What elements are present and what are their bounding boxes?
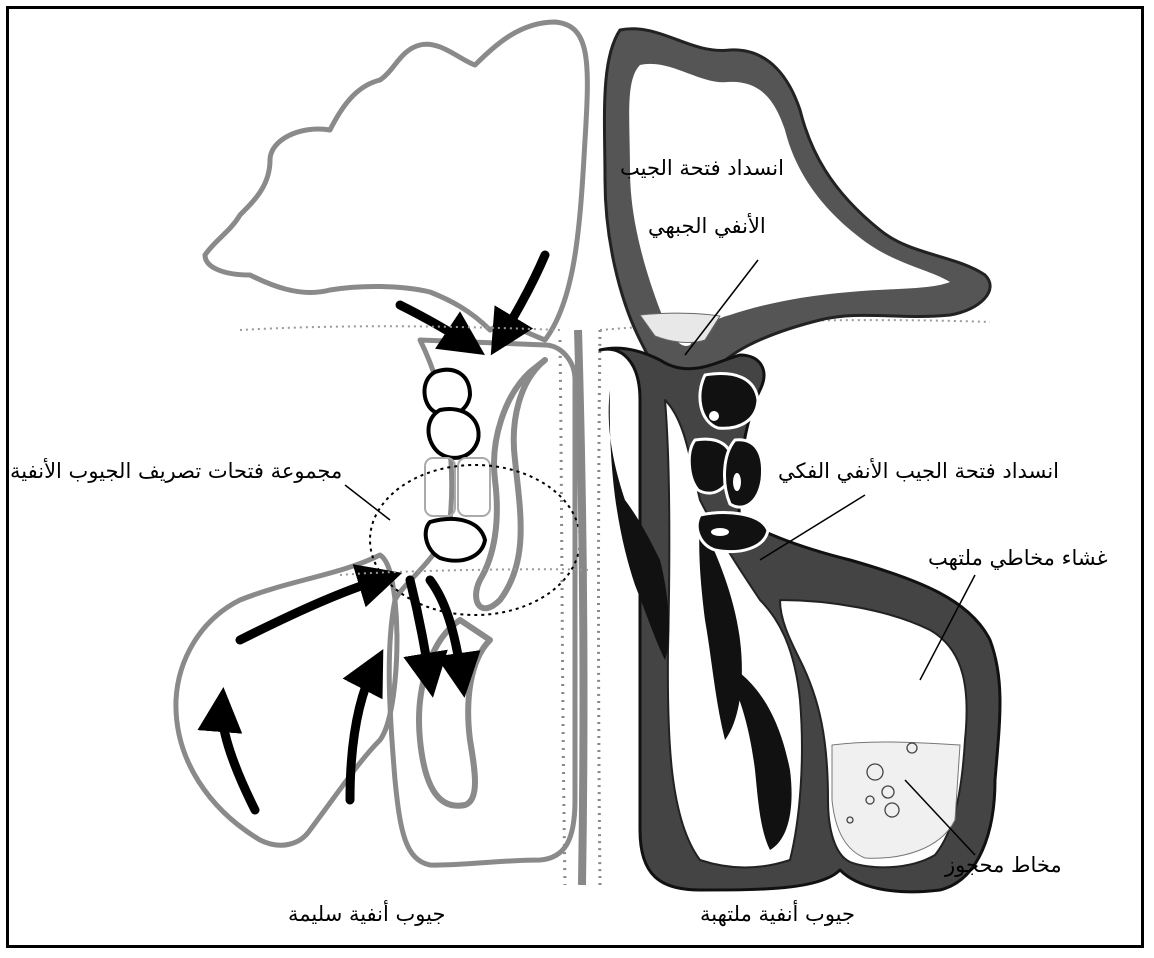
label-trapped-mucus: مخاط محجوز <box>945 855 1062 876</box>
label-frontal-blockage-line1: انسداد فتحة الجيب <box>620 158 784 179</box>
label-frontal-blockage-line2: الأنفي الجبهي <box>648 216 766 237</box>
nasal-septum <box>560 330 600 885</box>
label-maxillary-blockage: انسداد فتحة الجيب الأنفي الفكي <box>778 461 1059 482</box>
caption-inflamed-sinuses: جيوب أنفية ملتهبة <box>700 904 855 925</box>
flow-arrow <box>410 580 430 680</box>
healthy-sinuses-drawing <box>176 22 587 865</box>
orbital-floor-lines <box>240 320 990 580</box>
label-drainage-openings: مجموعة فتحات تصريف الجيوب الأنفية <box>10 461 342 482</box>
healthy-middle-turbinate <box>476 360 545 608</box>
inflamed-ethmoid-cells <box>689 374 768 552</box>
label-inflamed-mucosa: غشاء مخاطي ملتهب <box>928 548 1108 569</box>
caption-healthy-sinuses: جيوب أنفية سليمة <box>288 904 445 925</box>
